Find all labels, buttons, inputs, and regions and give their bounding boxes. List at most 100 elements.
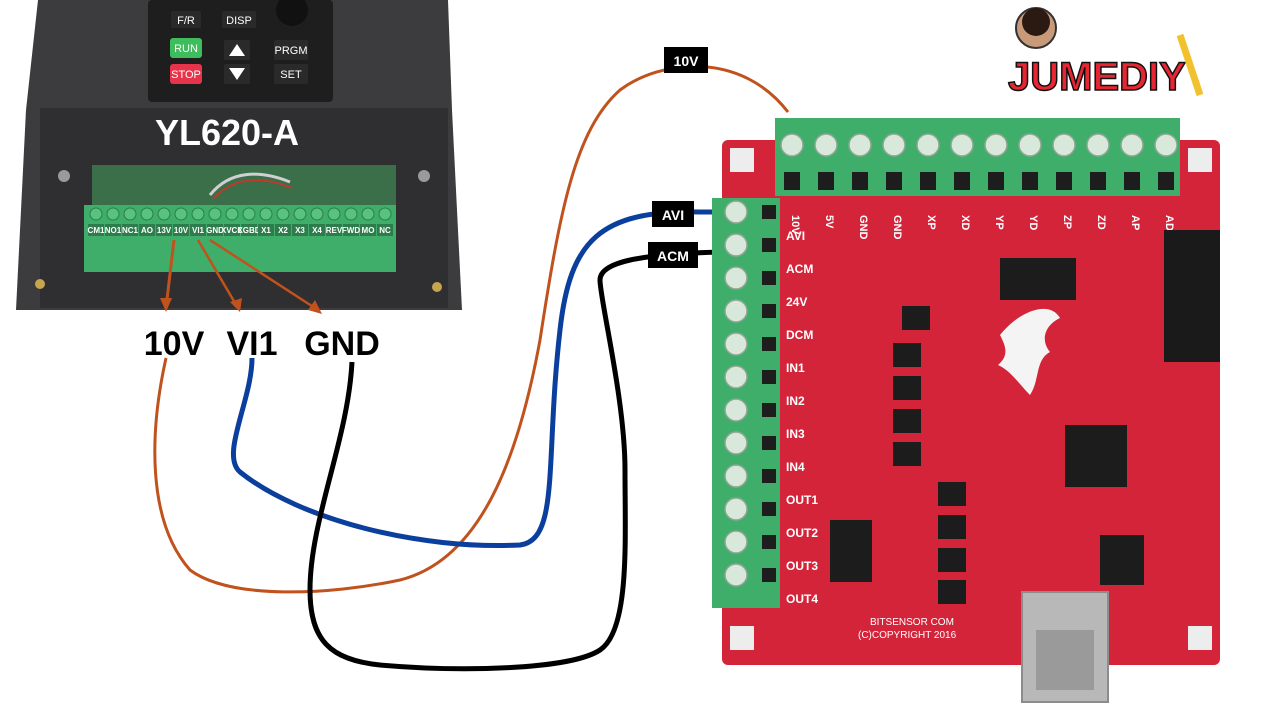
idc-header bbox=[1164, 230, 1220, 362]
board-terminal-slot bbox=[762, 337, 776, 351]
bottom-labels: 10V VI1 GND bbox=[144, 325, 380, 363]
key-prgm-label: PRGM bbox=[275, 45, 308, 57]
ic-chip bbox=[1000, 258, 1076, 300]
vfd-terminal-slot bbox=[105, 224, 121, 236]
arrow-up-icon bbox=[229, 44, 245, 56]
vfd-terminal-label: NC1 bbox=[122, 226, 139, 235]
vfd-terminal-screw-icon bbox=[378, 207, 392, 221]
board-terminal-slot bbox=[762, 238, 776, 252]
vfd-terminal-label: NO1 bbox=[105, 226, 122, 235]
vfd-terminal-label: FWD bbox=[342, 226, 360, 235]
board-terminal-slot bbox=[762, 304, 776, 318]
vfd-terminal-screw-icon bbox=[327, 207, 341, 221]
label-gnd: GND bbox=[304, 325, 380, 363]
vfd-terminal-screw-icon bbox=[140, 207, 154, 221]
silk-line1: BITSENSOR COM bbox=[870, 617, 954, 628]
vfd-terminal-screw-icon bbox=[293, 207, 307, 221]
optocoupler bbox=[938, 580, 966, 604]
wire-avi bbox=[230, 209, 722, 549]
board-terminal-screw-icon bbox=[724, 530, 748, 554]
tag-avi-label: AVI bbox=[662, 207, 684, 223]
vfd-terminal-screw-icon bbox=[225, 207, 239, 221]
board-terminal-screw-icon bbox=[1052, 133, 1076, 157]
board-terminal-screw-icon bbox=[724, 233, 748, 257]
board-left-label: IN3 bbox=[786, 427, 805, 441]
board-left-label: 24V bbox=[786, 295, 807, 309]
vfd-terminal-slot bbox=[122, 224, 138, 236]
board-terminal-slot bbox=[762, 370, 776, 384]
board-left-label: OUT1 bbox=[786, 493, 818, 507]
vfd-terminal-screw-icon bbox=[106, 207, 120, 221]
screw-icon bbox=[418, 170, 430, 182]
board-left-label: OUT4 bbox=[786, 592, 818, 606]
optocoupler bbox=[938, 548, 966, 572]
jumediy-logo: JUMEDIY bbox=[1007, 7, 1204, 100]
vfd-terminal-screw-icon bbox=[123, 207, 137, 221]
vfd-terminal-label: NC bbox=[379, 226, 391, 235]
board-left-label: IN2 bbox=[786, 394, 805, 408]
vfd-terminal-label: 10V bbox=[174, 226, 189, 235]
wire-vi1-arrow bbox=[196, 239, 240, 309]
mount-hole bbox=[1188, 626, 1212, 650]
board-terminal-screw-icon bbox=[724, 299, 748, 323]
board-terminal-screw-icon bbox=[916, 133, 940, 157]
top-terminal-block bbox=[775, 118, 1180, 196]
board-terminal-slot bbox=[762, 535, 776, 549]
wire-tags: 10V AVI ACM bbox=[648, 47, 708, 268]
board-terminal-screw-icon bbox=[724, 497, 748, 521]
board-terminal-screw-icon bbox=[780, 133, 804, 157]
vfd-terminal-slot bbox=[173, 224, 189, 236]
board-terminal-slot bbox=[1124, 172, 1140, 190]
label-10v: 10V bbox=[144, 325, 205, 363]
optocoupler bbox=[893, 409, 921, 433]
screw-icon bbox=[58, 170, 70, 182]
key-disp-label: DISP bbox=[226, 15, 252, 27]
regulator bbox=[1100, 535, 1144, 585]
board-terminal-slot bbox=[1022, 172, 1038, 190]
board-top-label: XP bbox=[925, 215, 937, 230]
vfd-terminal-screw-icon bbox=[259, 207, 273, 221]
mount-hole bbox=[730, 626, 754, 650]
board-terminal-slot bbox=[762, 403, 776, 417]
key-run-label: RUN bbox=[174, 43, 198, 55]
key-stop bbox=[170, 64, 202, 84]
vfd-terminal-slot bbox=[309, 224, 325, 236]
ic-dip bbox=[830, 520, 872, 582]
vfd-terminal-screw-icon bbox=[344, 207, 358, 221]
vfd-terminal-slot bbox=[207, 224, 223, 236]
arrow-down-icon bbox=[229, 68, 245, 80]
optocoupler bbox=[893, 376, 921, 400]
board-terminal-screw-icon bbox=[1154, 133, 1178, 157]
board-left-label: DCM bbox=[786, 328, 813, 342]
board-terminal-screw-icon bbox=[724, 200, 748, 224]
vfd-terminal-screw-icon bbox=[361, 207, 375, 221]
board-terminal-screw-icon bbox=[1018, 133, 1042, 157]
key-prgm bbox=[274, 40, 308, 60]
vfd-terminal-label: AO bbox=[141, 226, 153, 235]
board-terminal-slot bbox=[954, 172, 970, 190]
board-terminal-screw-icon bbox=[724, 563, 748, 587]
board-terminal-slot bbox=[762, 469, 776, 483]
vfd-wire-bundle bbox=[213, 179, 293, 199]
vfd-terminal-screw-icon bbox=[276, 207, 290, 221]
board-left-label: IN4 bbox=[786, 460, 805, 474]
board-terminal-screw-icon bbox=[1120, 133, 1144, 157]
board-top-label: ZP bbox=[1061, 215, 1073, 229]
board-top-label: 5V bbox=[823, 215, 835, 229]
arrow-head-10v bbox=[160, 298, 172, 312]
wire-gnd-arrow bbox=[209, 238, 319, 312]
logo-text: JUMEDIY bbox=[1008, 55, 1186, 99]
board-top-label: YD bbox=[1027, 215, 1039, 230]
vfd-terminal-label: XGBD bbox=[237, 226, 260, 235]
vfd-terminal-label: REV bbox=[326, 226, 343, 235]
vfd-terminal-screw-icon bbox=[174, 207, 188, 221]
optocoupler bbox=[938, 515, 966, 539]
mount-hole bbox=[730, 148, 754, 172]
board-terminal-screw-icon bbox=[882, 133, 906, 157]
board-left-label: OUT2 bbox=[786, 526, 818, 540]
board-top-label: AD bbox=[1163, 215, 1175, 231]
vfd-terminal-label: X3 bbox=[295, 226, 305, 235]
board-terminal-screw-icon bbox=[950, 133, 974, 157]
arrow-head-vi1 bbox=[230, 298, 242, 312]
